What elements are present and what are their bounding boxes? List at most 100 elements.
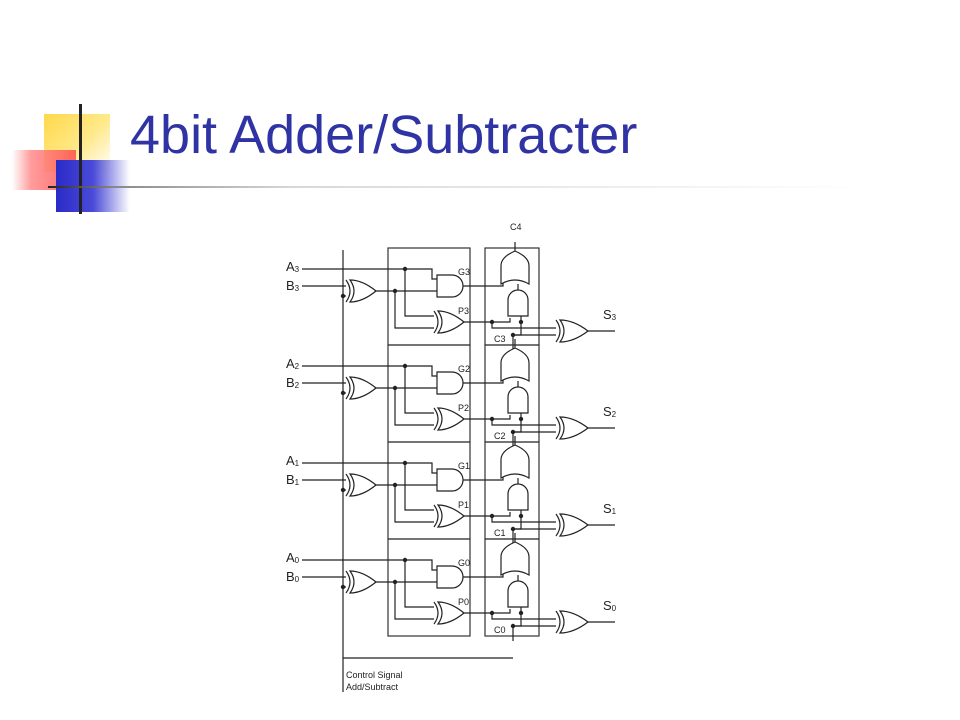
carry-or-gate (500, 444, 530, 480)
propagate-label: P1 (458, 500, 469, 510)
input-a-label-index: 2 (295, 362, 300, 371)
input-b-label-letter: B (286, 472, 295, 487)
sum-output-label-index: 0 (612, 604, 617, 613)
p-to-and-wire (464, 415, 511, 420)
sum-output-label-letter: S (603, 501, 612, 516)
b-xor-gate (345, 473, 377, 497)
input-a-label: A3 (286, 259, 300, 274)
input-a-label: A1 (286, 453, 300, 468)
input-b-label-letter: B (286, 375, 295, 390)
sum-output-label-index: 2 (612, 410, 617, 419)
g-to-or-wire (463, 379, 504, 384)
sum-output-label-index: 1 (612, 507, 617, 516)
control-signal-label: Control Signal (346, 670, 403, 680)
b-xor-gate (345, 376, 377, 400)
sum-output-label: S3 (603, 307, 617, 322)
sum-xor-gate (555, 610, 589, 634)
generate-label: G1 (458, 461, 470, 471)
p-to-and-wire (464, 609, 511, 614)
carry-and-gate (507, 386, 529, 414)
carry-label: C3 (494, 334, 506, 344)
junction-dot (340, 487, 346, 493)
carry-label: C1 (494, 528, 506, 538)
input-a-wire (302, 365, 437, 377)
b-xor-gate (345, 570, 377, 594)
propagate-label: P2 (458, 403, 469, 413)
carry-label: C0 (494, 625, 506, 635)
junction-dot (340, 293, 346, 299)
b-prime-to-p-wire (394, 485, 434, 523)
sum-output-label: S0 (603, 598, 617, 613)
decor-vertical-rule (79, 104, 82, 214)
input-b-label-index: 2 (295, 381, 300, 390)
input-b-label-index: 3 (295, 284, 300, 293)
gp-block (387, 538, 471, 637)
p-to-sum-wire (491, 419, 556, 426)
propagate-xor-gate (433, 601, 465, 625)
input-b-label-letter: B (286, 569, 295, 584)
carry-out-label: C4 (510, 222, 522, 232)
b-prime-to-p-wire (394, 291, 434, 329)
junction-dot (340, 390, 346, 396)
b-prime-to-p-wire (394, 388, 434, 426)
add-subtract-label: Add/Subtract (346, 682, 399, 692)
carry-and-gate (507, 580, 529, 608)
g-to-or-wire (463, 282, 504, 287)
generate-and-gate (436, 371, 464, 395)
input-a-label: A2 (286, 356, 300, 371)
p-to-sum-wire (491, 322, 556, 329)
input-b-label: B2 (286, 375, 300, 390)
carry-and-gate (507, 289, 529, 317)
gp-block (387, 441, 471, 540)
junction-dot (518, 610, 524, 616)
input-b-label-index: 1 (295, 478, 300, 487)
input-a-wire (302, 268, 437, 280)
sum-xor-gate (555, 416, 589, 440)
sum-output-label: S1 (603, 501, 617, 516)
carry-or-gate (500, 347, 530, 383)
input-a-label-letter: A (286, 550, 295, 565)
input-a-label: A0 (286, 550, 300, 565)
a-to-p-wire (404, 366, 434, 414)
input-b-label: B0 (286, 569, 300, 584)
gp-block (387, 344, 471, 443)
input-a-label-index: 0 (295, 556, 300, 565)
page-title: 4bit Adder/Subtracter (130, 105, 638, 165)
gp-block (387, 247, 471, 346)
b-xor-gate (345, 279, 377, 303)
propagate-xor-gate (433, 504, 465, 528)
input-a-label-letter: A (286, 356, 295, 371)
b-prime-to-p-wire (394, 582, 434, 620)
a-to-p-wire (404, 463, 434, 511)
sum-output-label: S2 (603, 404, 617, 419)
g-to-or-wire (463, 476, 504, 481)
a-to-p-wire (404, 560, 434, 608)
input-a-wire (302, 462, 437, 474)
title-underline (48, 186, 868, 188)
carry-or-gate (500, 541, 530, 577)
g-to-or-wire (463, 573, 504, 578)
carry-or-gate (500, 250, 530, 286)
carry-label: C2 (494, 431, 506, 441)
junction-dot (518, 416, 524, 422)
junction-dot (518, 513, 524, 519)
junction-dot (340, 584, 346, 590)
p-to-sum-wire (491, 613, 556, 620)
generate-label: G2 (458, 364, 470, 374)
sum-output-label-letter: S (603, 598, 612, 613)
input-b-label-index: 0 (295, 575, 300, 584)
generate-and-gate (436, 274, 464, 298)
p-to-sum-wire (491, 516, 556, 523)
propagate-label: P3 (458, 306, 469, 316)
input-b-label-letter: B (286, 278, 295, 293)
sum-xor-gate (555, 319, 589, 343)
input-a-label-index: 3 (295, 265, 300, 274)
sum-xor-gate (555, 513, 589, 537)
sum-output-label-index: 3 (612, 313, 617, 322)
propagate-label: P0 (458, 597, 469, 607)
